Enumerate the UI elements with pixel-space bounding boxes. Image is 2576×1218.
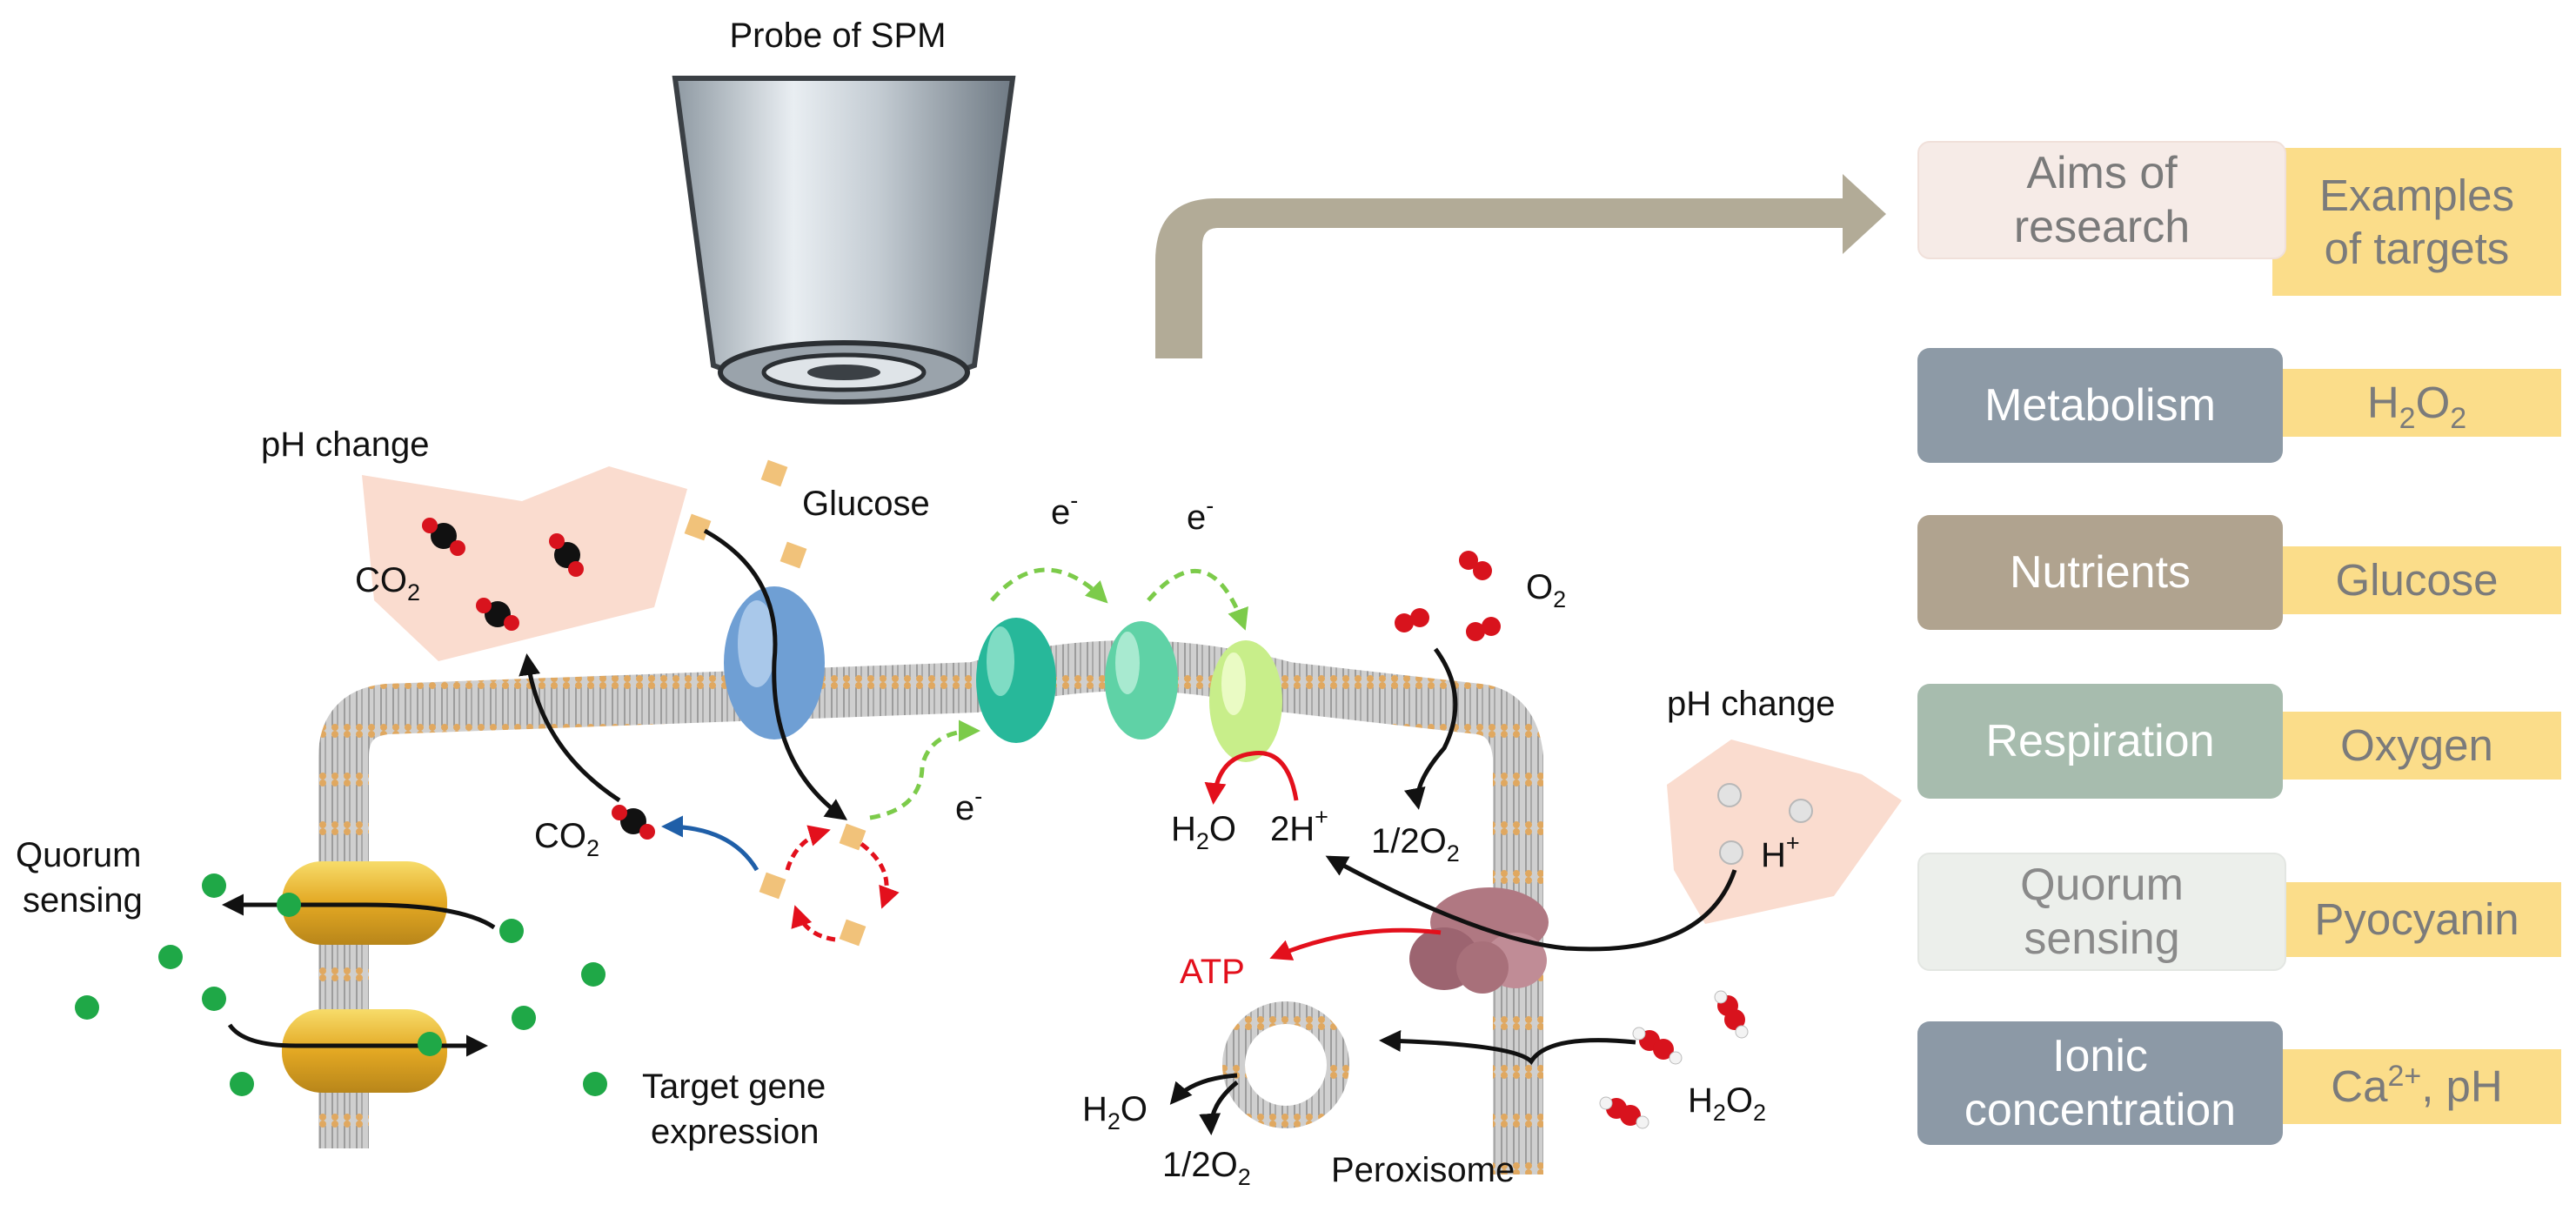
target-label: Oxygen: [2340, 720, 2493, 771]
aim-label: Quorum: [2020, 859, 2184, 910]
h2o2-label: H2O2: [1688, 1081, 1766, 1126]
ph-change-left: pH change: [261, 425, 429, 464]
half-o2-label: 1/2O2: [1162, 1146, 1251, 1190]
half-o2-label: 1/2O2: [1371, 822, 1460, 867]
co2-production-arrow: [661, 815, 759, 872]
peroxisome-vesicle: [1222, 1001, 1349, 1128]
ph-region-left: [362, 466, 687, 661]
h2o2-uptake-arrow: [1379, 1030, 1636, 1065]
o2-label: O2: [1526, 568, 1566, 612]
proton-flow-arrow: [1325, 855, 1737, 952]
aim-label: Ionic: [2052, 1030, 2148, 1081]
aim-respiration: Respiration: [1917, 684, 2283, 799]
targets-header-line2: of targets: [2324, 224, 2510, 273]
co2-molecule: [549, 533, 584, 577]
probe-label: Probe of SPM: [729, 17, 946, 55]
aims-header-line1: Aims of: [2026, 147, 2178, 198]
water-formation-arrow: [1204, 750, 1299, 805]
target-label: Ca2+, pH: [2331, 1060, 2503, 1112]
aims-header-line2: research: [2013, 202, 2191, 252]
aim-label: Respiration: [1985, 715, 2215, 766]
target-oxygen: Oxygen: [2272, 712, 2561, 780]
atp-production-arrow: [1269, 927, 1442, 960]
co2-label: CO2: [355, 561, 420, 606]
target-h2o2: H2O2: [2272, 369, 2561, 437]
electron-label: e-: [1051, 487, 1078, 532]
co2-molecule: [422, 518, 465, 556]
h2o2-molecules: [1599, 990, 1749, 1129]
proton-spheres: [1717, 783, 1813, 865]
aim-nutrients: Nutrients: [1917, 515, 2283, 630]
peroxisome-label: Peroxisome: [1331, 1151, 1515, 1189]
co2-molecule: [612, 805, 655, 840]
aim-label: concentration: [1964, 1085, 2237, 1135]
aim-label: Nutrients: [2009, 546, 2191, 598]
target-label: Pyocyanin: [2314, 894, 2519, 945]
autoinducer-molecules: [75, 873, 607, 1096]
target-glucose: Glucose: [2272, 546, 2561, 614]
target-pyocyanin: Pyocyanin: [2272, 882, 2561, 957]
electron-label: e-: [1187, 492, 1214, 537]
autoinducer-efflux-arrow: [222, 893, 496, 930]
targets-header-line1: Examples: [2319, 170, 2514, 220]
ph-change-right: pH change: [1667, 685, 1835, 723]
aim-metabolism: Metabolism: [1917, 348, 2283, 463]
glucose-label: Glucose: [802, 485, 930, 523]
atp-label: ATP: [1180, 953, 1245, 991]
electron-label: e-: [955, 783, 982, 827]
metabolic-cycle: [785, 825, 900, 942]
target-label: H2O2: [2366, 378, 2467, 436]
cell-membrane: [318, 640, 1543, 1174]
o2-molecules: [1395, 551, 1501, 641]
electron-transport-chain: [976, 618, 1282, 762]
h2o2-decomposition-arrow: [1199, 1081, 1239, 1135]
autoinducer-influx-arrow: [227, 1023, 488, 1057]
h2o-label: H2O: [1082, 1090, 1147, 1134]
h2o2-decomposition-arrow: [1169, 1073, 1238, 1105]
oxygen-uptake-arrow: [1403, 647, 1458, 810]
bent-arrow: [1155, 174, 1886, 358]
co2-efflux-arrow: [519, 653, 621, 803]
two-h-plus-label: 2H+: [1270, 804, 1328, 848]
spm-probe: [672, 76, 1016, 405]
co2-cell-label: CO2: [534, 817, 599, 861]
ph-region-right: [1667, 740, 1902, 924]
electron-flow-arrows: [869, 567, 1248, 820]
target-calcium-ph: Ca2+, pH: [2272, 1049, 2561, 1124]
aim-label: sensing: [2024, 914, 2180, 964]
co2-molecule: [476, 598, 519, 631]
glucose-uptake-arrow: [703, 528, 848, 820]
target-label: Glucose: [2335, 555, 2499, 606]
h2o-label: H2O: [1171, 810, 1236, 854]
h-plus-label: H+: [1761, 830, 1800, 874]
aim-label: Metabolism: [1984, 379, 2216, 431]
